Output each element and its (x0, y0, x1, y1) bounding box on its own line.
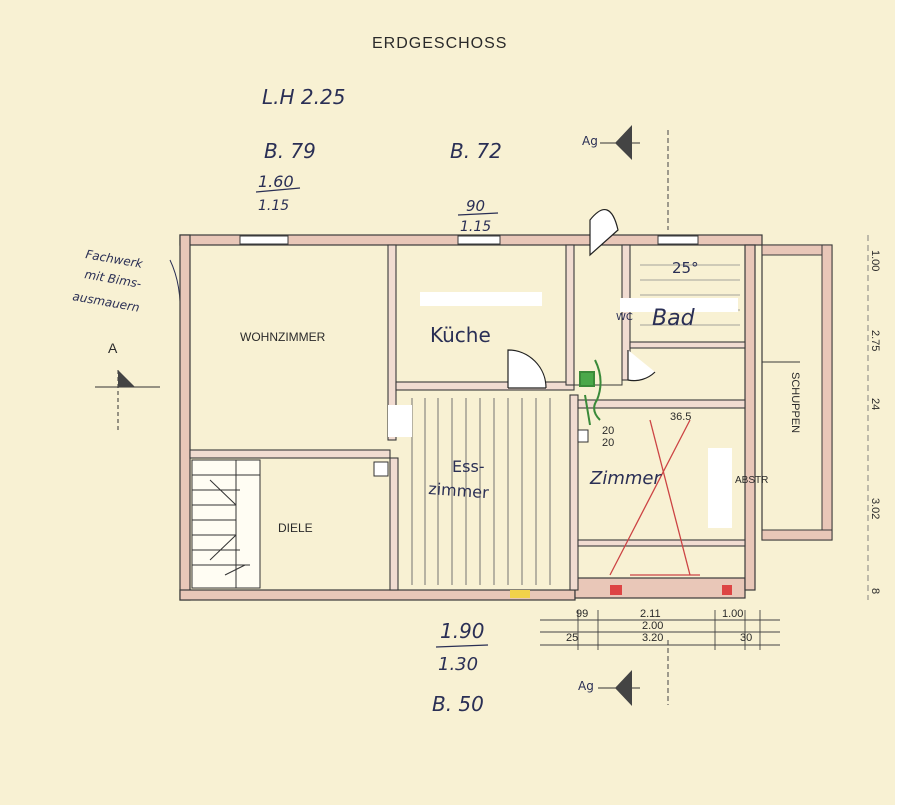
drawing-title: ERDGESCHOSS (372, 35, 507, 52)
dim-zimmer-small-1: 20 (602, 425, 614, 437)
dim-zimmer-top: 36.5 (670, 411, 691, 423)
annotation-arrow (169, 259, 181, 321)
staircase (191, 459, 261, 589)
note-115-left: 1.15 (258, 198, 289, 214)
window-note-90: 90 (466, 197, 485, 215)
red-mark-2 (722, 585, 732, 595)
dim-bottom-320: 3.20 (642, 632, 663, 644)
room-kueche: Küche (430, 323, 491, 347)
note-160: 1.60 (258, 172, 294, 191)
chimney-box-2 (577, 429, 589, 443)
green-marks (579, 359, 602, 426)
dim-right-3: 24 (869, 398, 881, 410)
window-note-115: 1.15 (460, 219, 491, 235)
red-mark-1 (610, 585, 622, 595)
note-b79: B. 79 (264, 139, 316, 163)
left-note-3: ausmauern (71, 289, 140, 315)
bottom-note-190: 1.90 (440, 619, 485, 643)
zimmer-brace (609, 419, 700, 576)
dim-zimmer-small-2: 20 (602, 437, 614, 449)
dim-bottom-211: 2.11 (640, 608, 661, 620)
room-schuppen: SCHUPPEN (789, 372, 801, 433)
room-esszimmer-2: zimmer (428, 479, 490, 502)
yellow-mark (510, 590, 530, 598)
bottom-note-b50: B. 50 (432, 692, 484, 716)
room-height-note: L.H 2.25 (262, 85, 345, 109)
room-bad: Bad (652, 306, 696, 331)
room-wc: WC (616, 312, 633, 323)
hall-corridor (573, 244, 623, 386)
paper-edge (895, 0, 920, 805)
dim-bottom-25: 25 (566, 632, 578, 644)
section-arrow-a (118, 370, 135, 387)
dim-right-5: 8 (869, 588, 881, 594)
dim-bottom-30: 30 (740, 632, 752, 644)
section-marker-a: A (108, 340, 118, 356)
fraction-line (255, 187, 301, 193)
left-note-2: mit Bims- (83, 267, 142, 291)
window-marks (239, 235, 699, 245)
room-esszimmer-1: Ess- (452, 457, 485, 476)
room-abstell: ABSTR (735, 475, 768, 486)
section-arrow-bottom (615, 670, 632, 706)
angle-note: 25° (672, 259, 699, 277)
section-marker-bottom: Ag (578, 679, 594, 693)
bottom-fraction-line (435, 644, 489, 648)
internal-walls (189, 244, 746, 591)
dim-right-1: 1.00 (869, 250, 881, 271)
dim-right-4: 3.02 (869, 498, 881, 519)
door-swings (507, 209, 656, 389)
correction-patches (388, 292, 738, 528)
fraction-line-2 (457, 212, 499, 216)
chimney-box (373, 461, 389, 477)
dim-bottom-100: 1.00 (722, 608, 743, 620)
esszimmer-hatch (411, 398, 551, 585)
room-wohnzimmer: WOHNZIMMER (240, 330, 326, 344)
note-b72: B. 72 (450, 139, 502, 163)
section-arrow-top (615, 125, 632, 160)
dim-bottom-99: 99 (576, 608, 588, 620)
bottom-dimension-lines (540, 610, 780, 650)
room-diele: DIELE (278, 521, 313, 535)
schuppen-structure (761, 244, 833, 541)
dim-bottom-200: 2.00 (642, 620, 663, 632)
room-zimmer: Zimmer (589, 468, 662, 489)
section-marker-top: Ag (582, 134, 598, 148)
dim-right-2: 2.75 (869, 330, 881, 351)
bottom-note-130: 1.30 (438, 654, 478, 675)
